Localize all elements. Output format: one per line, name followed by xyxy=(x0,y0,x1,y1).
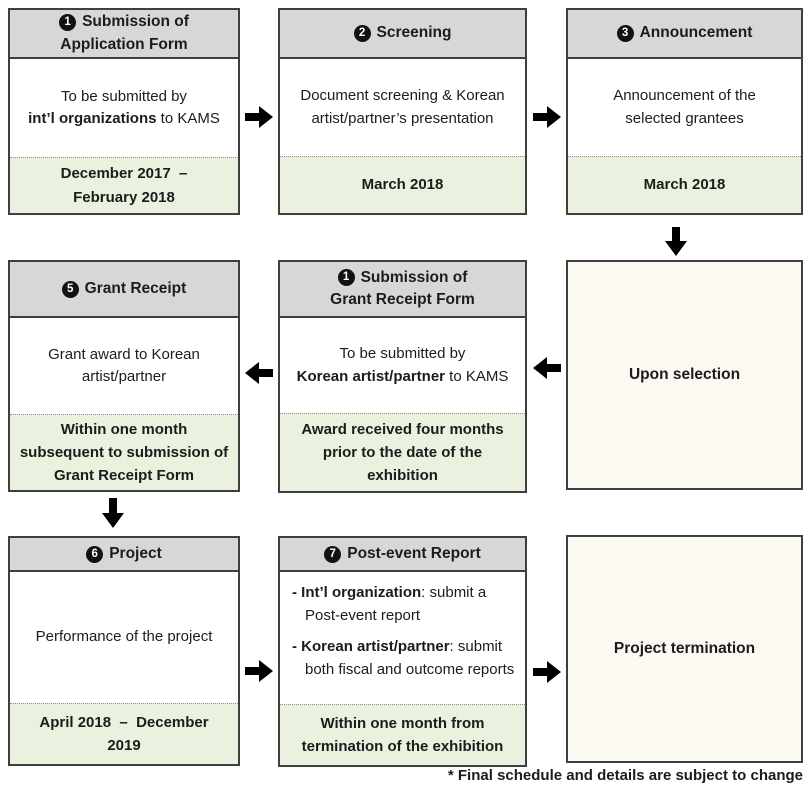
box-title-line2: Grant Receipt Form xyxy=(330,291,475,308)
box-header: 3 Announcement xyxy=(568,10,801,59)
footer-line: Within one month from xyxy=(320,714,485,732)
body-text-bold: int’l organizations xyxy=(28,110,157,127)
box-body: Announcement of the selected grantees xyxy=(568,59,801,156)
box-header: 5 Grant Receipt xyxy=(10,262,238,318)
bullet-dash: - xyxy=(292,638,297,655)
footer-line: March 2018 xyxy=(643,176,726,194)
footer-line: exhibition xyxy=(367,467,438,485)
body-text: Performance of the project xyxy=(35,628,213,646)
body-text: to KAMS xyxy=(445,367,509,385)
footer-line: 2019 xyxy=(107,737,141,754)
box-body: Performance of the project xyxy=(10,572,238,703)
bullet-rest: : submit a Post-event report xyxy=(305,584,487,624)
box-header: 6 Project xyxy=(10,538,238,572)
box-title-line1: Submission of xyxy=(82,13,189,31)
box-body: Document screening & Korean artist/partn… xyxy=(280,59,525,156)
box-title-line2: Application Form xyxy=(60,35,188,53)
footer-line: prior to the date of the xyxy=(322,443,483,461)
box-footer: Within one month subsequent to submissio… xyxy=(10,414,238,490)
box-title: Post-event Report xyxy=(347,544,481,562)
box-body: To be submitted by int’l organizations t… xyxy=(10,59,238,157)
flow-box-upon-selection: Upon selection xyxy=(566,260,803,490)
footer-line: subsequent to submission of xyxy=(19,443,229,461)
box-header: 1 Submission of Grant Receipt Form xyxy=(280,262,525,318)
bullet-item: - Korean artist/partner: submit both fis… xyxy=(292,636,517,681)
box-label: Project termination xyxy=(613,640,756,657)
footer-line: February 2018 xyxy=(73,188,175,206)
step-number-badge: 7 xyxy=(324,545,342,563)
flow-box-submission-grant-receipt: 1 Submission of Grant Receipt Form To be… xyxy=(278,260,527,493)
body-text: To be submitted by xyxy=(61,87,187,105)
arrow-left-icon xyxy=(245,362,273,384)
box-title: Screening xyxy=(376,24,452,42)
box-footer: April 2018 – December 2019 xyxy=(10,703,238,764)
footer-line: Grant Receipt Form xyxy=(53,467,195,485)
box-body: - Int’l organization: submit a Post-even… xyxy=(280,572,525,704)
footer-line: April 2018 – December xyxy=(39,713,209,731)
box-footer: December 2017 – February 2018 xyxy=(10,157,238,213)
box-header: 7 Post-event Report xyxy=(280,538,525,572)
body-text: Document screening & Korean artist/partn… xyxy=(300,87,505,127)
flow-box-screening: 2 Screening Document screening & Korean … xyxy=(278,8,527,215)
step-number-badge: 1 xyxy=(59,13,77,31)
bullet-rest: : submit both fiscal and outcome reports xyxy=(305,638,515,678)
arrow-right-icon xyxy=(533,661,561,683)
arrow-right-icon xyxy=(533,106,561,128)
arrow-down-icon xyxy=(102,498,124,528)
flow-box-announcement: 3 Announcement Announcement of the selec… xyxy=(566,8,803,215)
box-body: Grant award to Korean artist/partner xyxy=(10,318,238,414)
footer-line: March 2018 xyxy=(361,176,444,194)
box-label: Upon selection xyxy=(628,366,741,383)
box-footer: March 2018 xyxy=(280,156,525,213)
body-text: Grant award to Korean artist/partner xyxy=(48,345,200,386)
flow-box-submission-application: 1 Submission of Application Form To be s… xyxy=(8,8,240,215)
box-header: 2 Screening xyxy=(280,10,525,59)
box-title: Grant Receipt xyxy=(84,279,187,297)
box-title: Announcement xyxy=(639,24,753,42)
step-number-badge: 5 xyxy=(61,280,79,298)
step-number-badge: 1 xyxy=(337,269,355,287)
arrow-down-icon xyxy=(665,227,687,256)
step-number-badge: 6 xyxy=(86,545,104,563)
body-text: to KAMS xyxy=(156,110,220,127)
arrow-left-icon xyxy=(533,357,561,379)
box-footer: Within one month from termination of the… xyxy=(280,704,525,765)
flow-box-grant-receipt: 5 Grant Receipt Grant award to Korean ar… xyxy=(8,260,240,492)
flow-box-project: 6 Project Performance of the project Apr… xyxy=(8,536,240,766)
box-body: To be submitted by Korean artist/partner… xyxy=(280,318,525,413)
arrow-right-icon xyxy=(245,660,273,682)
box-title-line1: Submission of xyxy=(360,268,468,286)
bullet-dash: - xyxy=(292,584,297,601)
footnote: * Final schedule and details are subject… xyxy=(447,767,803,784)
body-text-bold: Korean artist/partner xyxy=(296,367,445,385)
body-text: Announcement of the selected grantees xyxy=(613,87,756,127)
footer-line: Within one month xyxy=(60,420,188,438)
step-number-badge: 3 xyxy=(616,25,634,42)
box-footer: March 2018 xyxy=(568,156,801,213)
bullet-bold: Int’l organization xyxy=(301,584,422,601)
step-number-badge: 2 xyxy=(353,25,371,42)
flow-box-post-event-report: 7 Post-event Report - Int’l organization… xyxy=(278,536,527,767)
box-footer: Award received four months prior to the … xyxy=(280,413,525,491)
box-title: Project xyxy=(109,544,162,562)
footer-line: termination of the exhibition xyxy=(301,738,504,755)
box-header: 1 Submission of Application Form xyxy=(10,10,238,59)
arrow-right-icon xyxy=(245,106,273,128)
footer-line: Award received four months xyxy=(301,420,504,438)
bullet-item: - Int’l organization: submit a Post-even… xyxy=(292,582,517,627)
body-text: To be submitted by xyxy=(339,345,466,362)
bullet-bold: Korean artist/partner xyxy=(301,638,450,655)
footer-line: December 2017 – xyxy=(60,165,188,183)
flow-box-project-termination: Project termination xyxy=(566,535,803,763)
